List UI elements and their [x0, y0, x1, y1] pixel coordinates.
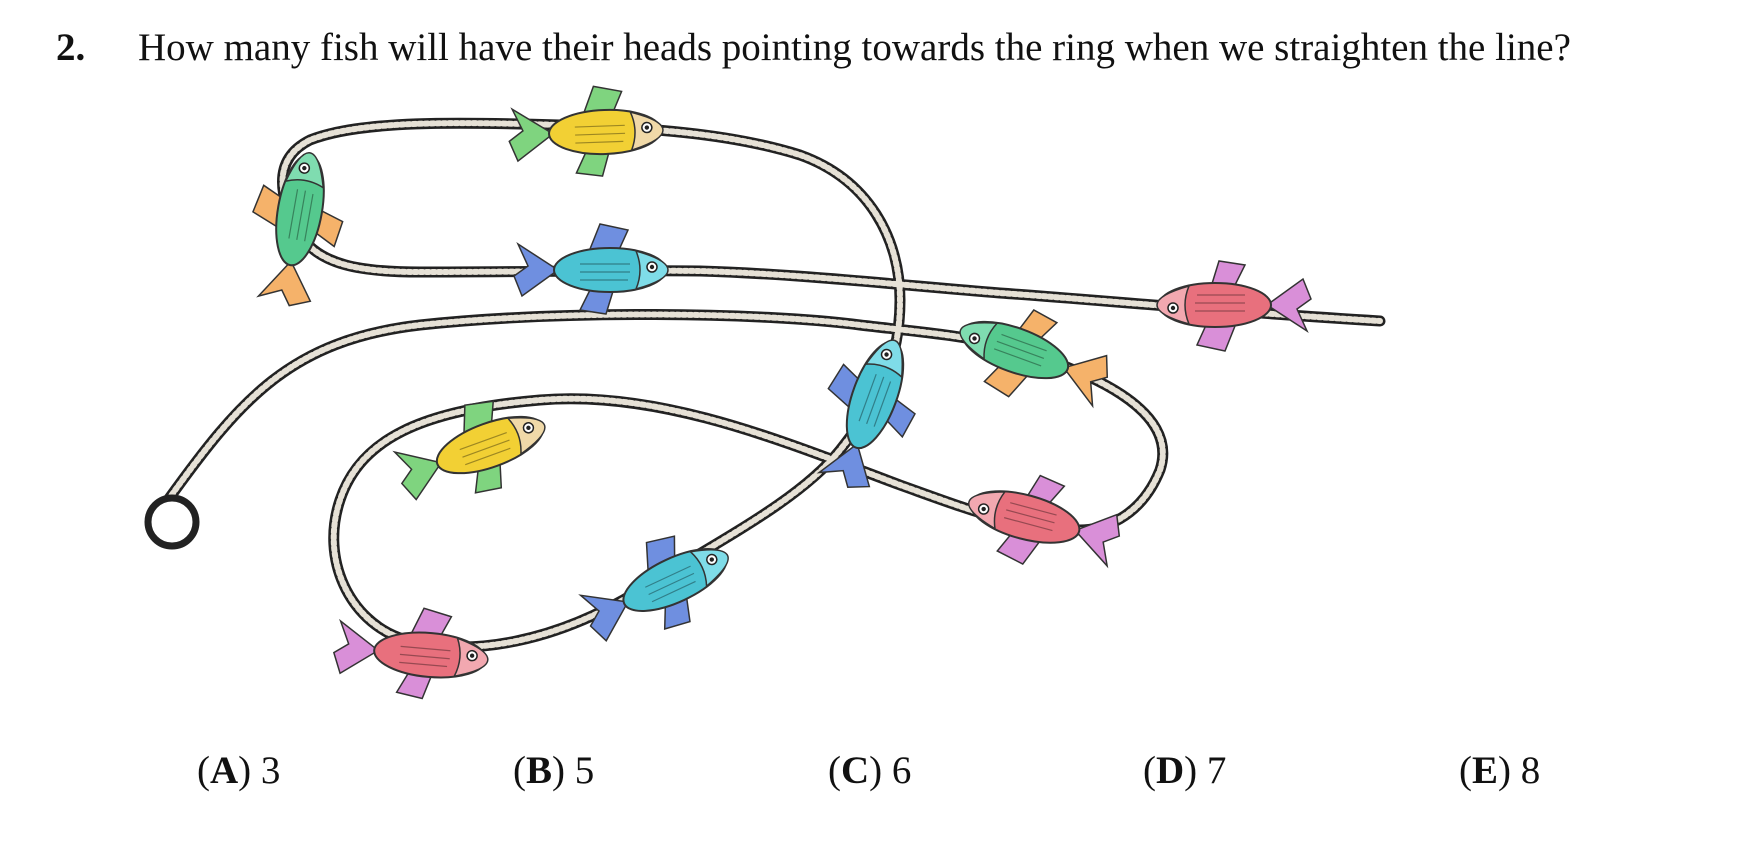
choice-c-letter: C — [841, 749, 870, 792]
choice-e-letter: E — [1472, 749, 1499, 792]
fish-icon — [332, 607, 489, 700]
question-number: 2. — [56, 26, 86, 69]
fish-icon — [816, 339, 916, 489]
choice-b-letter: B — [526, 749, 553, 792]
choice-d-letter: D — [1156, 749, 1185, 792]
question: 2. How many fish will have their heads po… — [56, 18, 1571, 78]
choice-d-value: 7 — [1206, 749, 1227, 792]
fish-line-figure — [144, 85, 1386, 700]
fish-icon — [1156, 260, 1312, 352]
choice-b-value: 5 — [574, 749, 595, 792]
choice-a-letter: A — [210, 749, 239, 792]
fish-icon — [959, 309, 1109, 409]
choice-b[interactable]: (B) 5 — [513, 749, 595, 792]
choice-e-value: 8 — [1520, 749, 1541, 792]
choice-c-value: 6 — [891, 749, 912, 792]
choice-d[interactable]: (D) 7 — [1143, 749, 1227, 792]
fish-icon — [392, 400, 546, 501]
choice-e[interactable]: (E) 8 — [1459, 749, 1541, 792]
rope-line — [162, 117, 1386, 653]
fish-icon — [968, 474, 1121, 569]
choice-a[interactable]: (A) 3 — [197, 749, 281, 792]
question-text: How many fish will have their heads poin… — [138, 26, 1571, 69]
choice-a-value: 3 — [260, 749, 281, 792]
ring — [144, 494, 200, 550]
fish-icon — [508, 85, 664, 177]
fish-icon — [513, 223, 669, 315]
fish-icon — [252, 152, 344, 307]
choice-c[interactable]: (C) 6 — [828, 749, 912, 792]
answer-choices: (A) 3 (B) 5 (C) 6 (D) 7 (E) 8 — [0, 748, 1754, 808]
fish-icon — [578, 535, 729, 642]
